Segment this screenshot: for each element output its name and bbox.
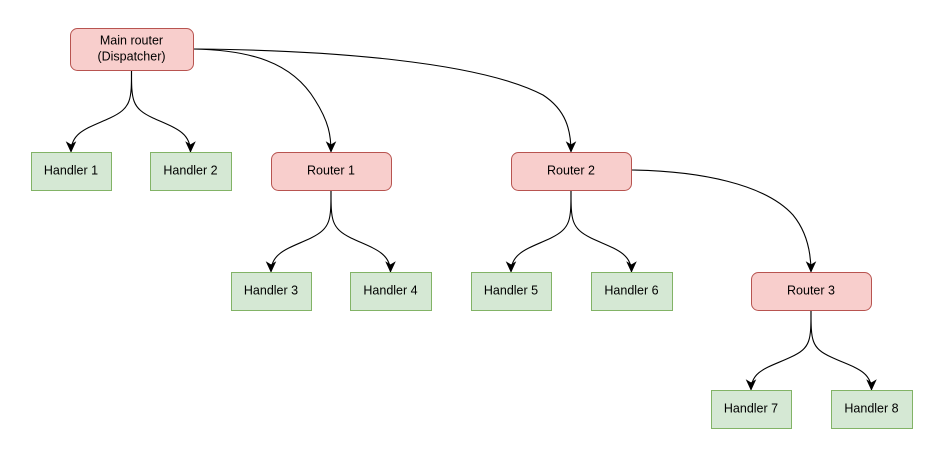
edge-line [270,189,332,273]
arrow-head-icon [325,141,337,153]
edges-layer [65,48,877,391]
node-router-1[interactable]: Router 1 [271,152,392,191]
node-handler-6[interactable]: Handler 6 [591,272,673,311]
node-label: Handler 3 [244,283,298,297]
node-shape-handler[interactable] [471,272,552,311]
arrow-head-icon [805,261,817,273]
node-shape-router[interactable] [511,152,632,191]
arrow-head-icon [505,261,517,273]
edge-line [192,48,332,153]
edge-main-router-to-handler-2 [130,69,196,153]
node-main-router[interactable]: Main router (Dispatcher) [70,28,194,71]
node-label: Handler 5 [484,283,538,297]
edge-line [130,69,192,153]
node-handler-3[interactable]: Handler 3 [231,272,312,311]
node-shape-handler[interactable] [591,272,673,311]
node-shape-handler[interactable] [831,390,913,429]
edge-line [192,48,572,153]
arrow-head-icon [385,261,396,273]
node-handler-7[interactable]: Handler 7 [711,390,792,429]
edge-router-3-to-handler-8 [810,309,877,391]
node-label: Router 2 [547,163,595,177]
edge-line [570,189,633,273]
node-shape-router[interactable] [271,152,392,191]
edge-line [810,309,873,391]
node-handler-4[interactable]: Handler 4 [350,272,432,311]
node-shape-handler[interactable] [350,272,432,311]
node-label: Handler 4 [363,283,417,297]
edge-router-3-to-handler-7 [745,309,812,391]
node-label: Handler 2 [163,163,217,177]
edge-router-1-to-handler-3 [265,189,332,273]
edge-main-router-to-router-2 [192,48,577,153]
nodes-layer: Main router (Dispatcher) Handler 1 Handler … [31,28,913,429]
edge-router-2-to-handler-6 [570,189,637,273]
node-label: Router 1 [307,163,355,177]
node-shape-handler[interactable] [231,272,312,311]
arrow-head-icon [565,141,577,153]
node-label-secondary: (Dispatcher) [97,49,165,63]
edge-main-router-to-handler-1 [65,69,133,153]
node-handler-8[interactable]: Handler 8 [831,390,913,429]
node-shape-router[interactable] [70,28,194,71]
node-label: Handler 7 [724,401,778,415]
node-label: Main router [100,33,163,47]
node-shape-handler[interactable] [711,390,792,429]
node-label: Handler 1 [44,163,98,177]
node-handler-2[interactable]: Handler 2 [150,152,232,191]
node-shape-router[interactable] [751,272,872,311]
edge-router-2-to-router-3 [630,169,817,273]
node-label: Router 3 [787,283,835,297]
arrow-head-icon [626,261,637,273]
arrow-head-icon [745,379,757,391]
edge-line [630,169,812,273]
edge-line [750,309,812,391]
edge-line [510,189,572,273]
edge-line [70,69,133,153]
edge-router-2-to-handler-5 [505,189,572,273]
edge-router-1-to-handler-4 [330,189,396,273]
node-handler-1[interactable]: Handler 1 [31,152,112,191]
arrow-head-icon [65,141,77,153]
node-shape-handler[interactable] [150,152,232,191]
arrow-head-icon [265,261,277,273]
arrow-head-icon [185,141,196,153]
arrow-head-icon [866,379,877,391]
node-shape-handler[interactable] [31,152,112,191]
node-router-2[interactable]: Router 2 [511,152,632,191]
node-label: Handler 8 [844,401,898,415]
node-router-3[interactable]: Router 3 [751,272,872,311]
node-label: Handler 6 [604,283,658,297]
edge-line [330,189,392,273]
node-handler-5[interactable]: Handler 5 [471,272,552,311]
edge-main-router-to-router-1 [192,48,337,153]
